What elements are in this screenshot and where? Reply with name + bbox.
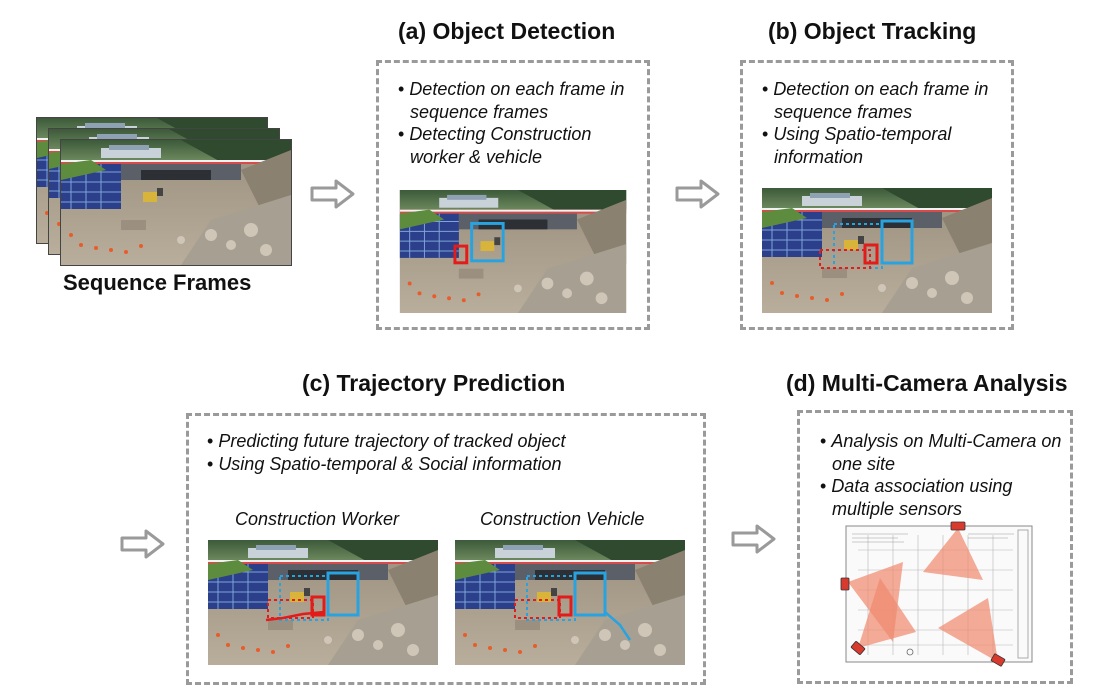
arrow-to-tracking-icon	[675, 179, 720, 209]
arrow-to-detection-icon	[310, 179, 355, 209]
worker-predicted-trajectory	[265, 610, 325, 622]
arrow-to-multicamera-icon	[731, 524, 776, 554]
panel-d-bullets: Analysis on Multi-Camera on one site Dat…	[820, 430, 1065, 520]
panel-d-frame	[797, 410, 1073, 684]
panel-c-title: (c) Trajectory Prediction	[302, 370, 566, 396]
panel-a-frame	[376, 60, 650, 330]
panel-d-bullet-2: Data association using multiple sensors	[820, 475, 1065, 520]
panel-c-vehicle-image	[455, 540, 685, 665]
panel-a-bullet-2: Detecting Construction worker & vehicle	[398, 123, 643, 168]
panel-c-bullet-1: Predicting future trajectory of tracked …	[207, 430, 687, 453]
panel-a-title: (a) Object Detection	[398, 18, 616, 44]
panel-d-bullet-1: Analysis on Multi-Camera on one site	[820, 430, 1065, 475]
panel-c-bullets: Predicting future trajectory of tracked …	[207, 430, 687, 475]
panel-b-image	[762, 188, 992, 313]
panel-c-worker-image	[208, 540, 438, 665]
panel-b-bullet-2: Using Spatio-temporal information	[762, 123, 1007, 168]
sequence-frame-front	[60, 139, 292, 266]
worker-bounding-box	[453, 244, 469, 265]
panel-b-title: (b) Object Tracking	[768, 18, 977, 44]
panel-c-frame	[186, 413, 706, 685]
panel-b-bullets: Detection on each frame in sequence fram…	[762, 78, 1007, 168]
panel-b-frame	[740, 60, 1014, 330]
worker-track-box	[863, 243, 879, 265]
arrow-to-prediction-icon	[120, 529, 165, 559]
caption-construction-worker: Construction Worker	[235, 509, 400, 529]
panel-c-bullet-2: Using Spatio-temporal & Social informati…	[207, 453, 687, 476]
panel-b-bullet-1: Detection on each frame in sequence fram…	[762, 78, 1007, 123]
vehicle-predicted-trajectory	[604, 611, 632, 641]
vehicle-track-box	[880, 219, 914, 265]
panel-a-bullets: Detection on each frame in sequence fram…	[398, 78, 643, 168]
caption-construction-vehicle: Construction Vehicle	[480, 509, 645, 529]
site-plan-camera-map	[840, 521, 1033, 667]
vehicle-bounding-box	[470, 221, 505, 263]
sequence-frames-label: Sequence Frames	[63, 270, 252, 295]
panel-a-image	[398, 190, 628, 313]
panel-a-bullet-1: Detection on each frame in sequence fram…	[398, 78, 643, 123]
panel-d-title: (d) Multi-Camera Analysis	[786, 370, 1068, 396]
